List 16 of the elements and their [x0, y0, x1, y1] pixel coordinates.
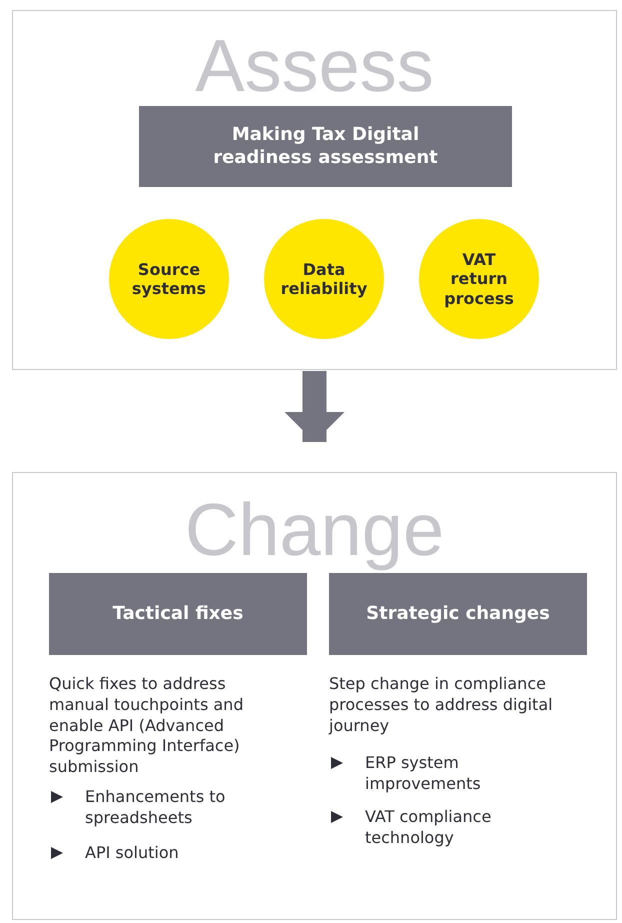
- section-panel: [12, 10, 617, 370]
- topic-circle: Source systems: [109, 219, 229, 339]
- bullet-text: VAT compliance technology: [365, 807, 492, 849]
- bullet-text: Enhancements to spreadsheets: [85, 787, 226, 829]
- heading-box: Strategic changes: [329, 573, 587, 655]
- topic-circle: VAT return process: [419, 219, 539, 339]
- bullet-text: ERP system improvements: [365, 753, 482, 795]
- description-text: Quick fixes to address manual touchpoints and enable API (Advanced Programming Interface) submission: [49, 674, 244, 778]
- section-panel: [12, 472, 617, 920]
- topic-circle: Data reliability: [264, 219, 384, 339]
- bullet-text: API solution: [85, 843, 180, 864]
- description-text: Step change in compliance processes to address digital journey: [329, 674, 554, 736]
- heading-box: Making Tax Digital readiness assessment: [139, 106, 512, 187]
- section-title: Assess: [194, 29, 435, 103]
- down-arrow: [284, 371, 344, 442]
- heading-box: Tactical fixes: [49, 573, 307, 655]
